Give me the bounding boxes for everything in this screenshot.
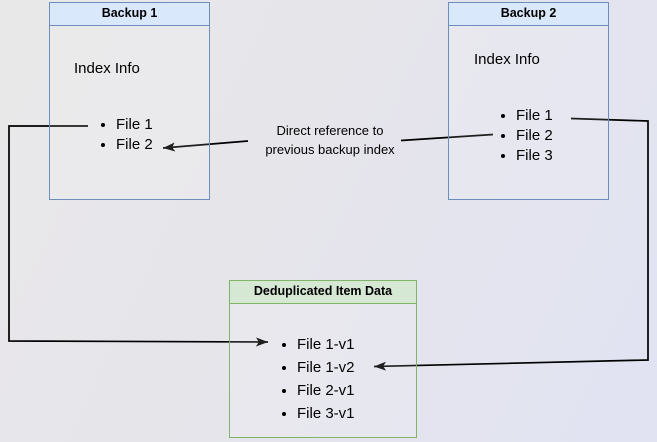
dedup-file-item: File 1-v1 [297,333,355,356]
backup2-index-info-label: Index Info [474,51,540,68]
backup2-file-item: File 3 [516,146,553,166]
backup1-box: Backup 1 Index Info File 1 File 2 [49,2,210,200]
direct-reference-label-line1: Direct reference to [276,123,384,138]
dedup-file-item: File 1-v2 [297,356,355,379]
direct-reference-label-line2: previous backup index [265,142,395,157]
backup1-title: Backup 1 [50,3,209,26]
backup1-file-item: File 2 [116,135,153,155]
deduplicated-item-data-title: Deduplicated Item Data [230,281,416,304]
backup2-box: Backup 2 Index Info File 1 File 2 File 3 [448,2,609,200]
backup2-file-list: File 1 File 2 File 3 [498,106,553,166]
deduplicated-item-data-box: Deduplicated Item Data File 1-v1 File 1-… [229,280,417,438]
backup2-file-item: File 2 [516,126,553,146]
dedup-file-list: File 1-v1 File 1-v2 File 2-v1 File 3-v1 [279,333,355,425]
backup2-file-item: File 1 [516,106,553,126]
backup1-index-info-label: Index Info [74,60,140,77]
backup1-file-list: File 1 File 2 [98,115,153,155]
direct-reference-label: Direct reference to previous backup inde… [240,121,420,159]
backup1-file-item: File 1 [116,115,153,135]
backup2-title: Backup 2 [449,3,608,26]
dedup-file-item: File 2-v1 [297,379,355,402]
dedup-file-item: File 3-v1 [297,402,355,425]
